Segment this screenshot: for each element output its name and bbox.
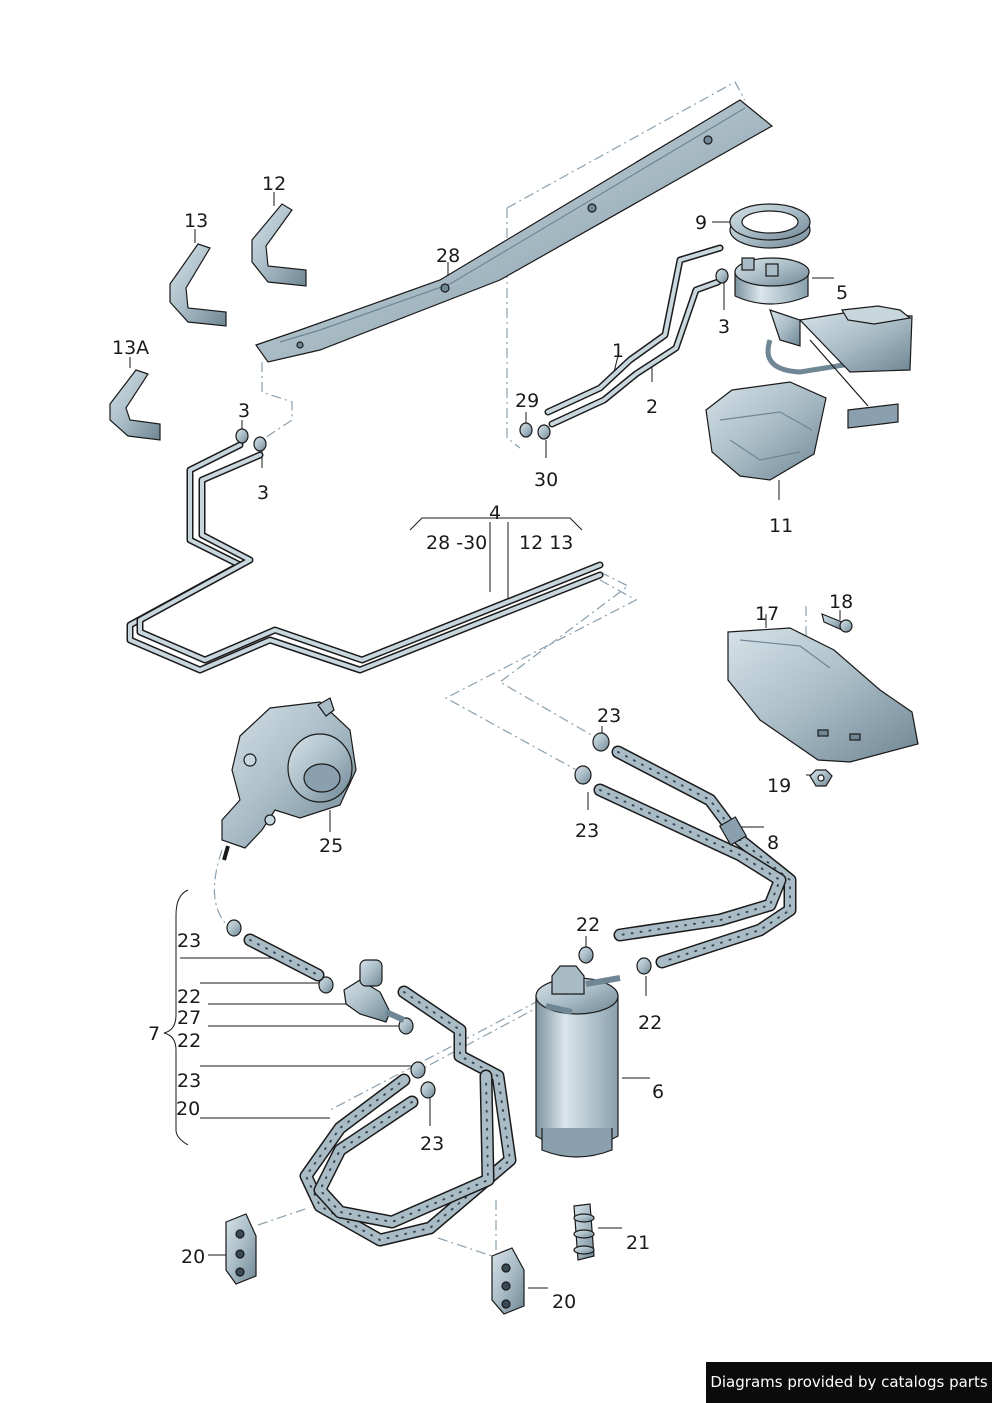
nut-19 bbox=[809, 769, 833, 787]
label-20: 20 bbox=[552, 1291, 577, 1313]
label-8: 8 bbox=[767, 832, 780, 854]
label-13: 13 bbox=[184, 210, 209, 232]
valve-27 bbox=[343, 959, 406, 1023]
vacuum-pump-25 bbox=[221, 697, 357, 861]
label-2: 2 bbox=[646, 396, 659, 418]
clip-21 bbox=[573, 1203, 595, 1261]
label-5: 5 bbox=[836, 282, 849, 304]
label-7: 7 bbox=[148, 1023, 161, 1045]
label-3: 3 bbox=[718, 316, 731, 338]
label-21: 21 bbox=[626, 1232, 651, 1254]
label-23: 23 bbox=[420, 1133, 445, 1155]
label-25: 25 bbox=[319, 835, 344, 857]
locking-ring-9 bbox=[729, 203, 811, 249]
label-1: 1 bbox=[612, 340, 625, 362]
label-20: 20 bbox=[176, 1098, 201, 1120]
label-4-sub-a: 28 -30 bbox=[426, 532, 488, 554]
label-4-sub-b: 12 13 bbox=[519, 532, 574, 554]
screw-18 bbox=[821, 613, 853, 633]
fuel-filter-6 bbox=[535, 965, 621, 1158]
hoses-8 bbox=[593, 745, 797, 969]
lines-1-2 bbox=[544, 244, 724, 428]
assembly-lines bbox=[213, 81, 807, 1259]
label-6: 6 bbox=[652, 1081, 665, 1103]
label-4: 4 bbox=[489, 502, 502, 524]
clip-13 bbox=[169, 243, 227, 327]
label-22: 22 bbox=[576, 914, 601, 936]
label-13A: 13A bbox=[112, 337, 150, 359]
label-23: 23 bbox=[177, 930, 202, 952]
label-11: 11 bbox=[769, 515, 794, 537]
fuel-lines-4 bbox=[126, 441, 604, 674]
label-18: 18 bbox=[829, 591, 854, 613]
clip-20-a bbox=[225, 1213, 257, 1285]
label-20: 20 bbox=[181, 1246, 206, 1268]
clip-20-b bbox=[491, 1247, 525, 1315]
clip-12 bbox=[251, 203, 307, 287]
label-23: 23 bbox=[177, 1070, 202, 1092]
label-22: 22 bbox=[638, 1012, 663, 1034]
label-9: 9 bbox=[695, 212, 708, 234]
footer-credit: Diagrams provided by catalogs parts bbox=[706, 1362, 992, 1403]
leader-lines bbox=[129, 192, 841, 1289]
label-12: 12 bbox=[262, 173, 287, 195]
label-23: 23 bbox=[575, 820, 600, 842]
label-3: 3 bbox=[238, 400, 251, 422]
label-27: 27 bbox=[177, 1007, 202, 1029]
hoses-7 bbox=[243, 933, 517, 1247]
clip-13A bbox=[109, 369, 161, 441]
floor-bracket-28 bbox=[255, 99, 774, 363]
fuel-pump-5 bbox=[734, 257, 913, 429]
label-23: 23 bbox=[597, 705, 622, 727]
clamps-small bbox=[235, 268, 729, 452]
label-29: 29 bbox=[515, 390, 540, 412]
label-22: 22 bbox=[177, 986, 202, 1008]
heat-shield-17 bbox=[727, 627, 919, 763]
label-28: 28 bbox=[436, 245, 461, 267]
label-17: 17 bbox=[755, 603, 780, 625]
label-22: 22 bbox=[177, 1030, 202, 1052]
tank-shield-11 bbox=[705, 381, 827, 481]
label-30: 30 bbox=[534, 469, 559, 491]
label-3: 3 bbox=[257, 482, 270, 504]
label-19: 19 bbox=[767, 775, 792, 797]
